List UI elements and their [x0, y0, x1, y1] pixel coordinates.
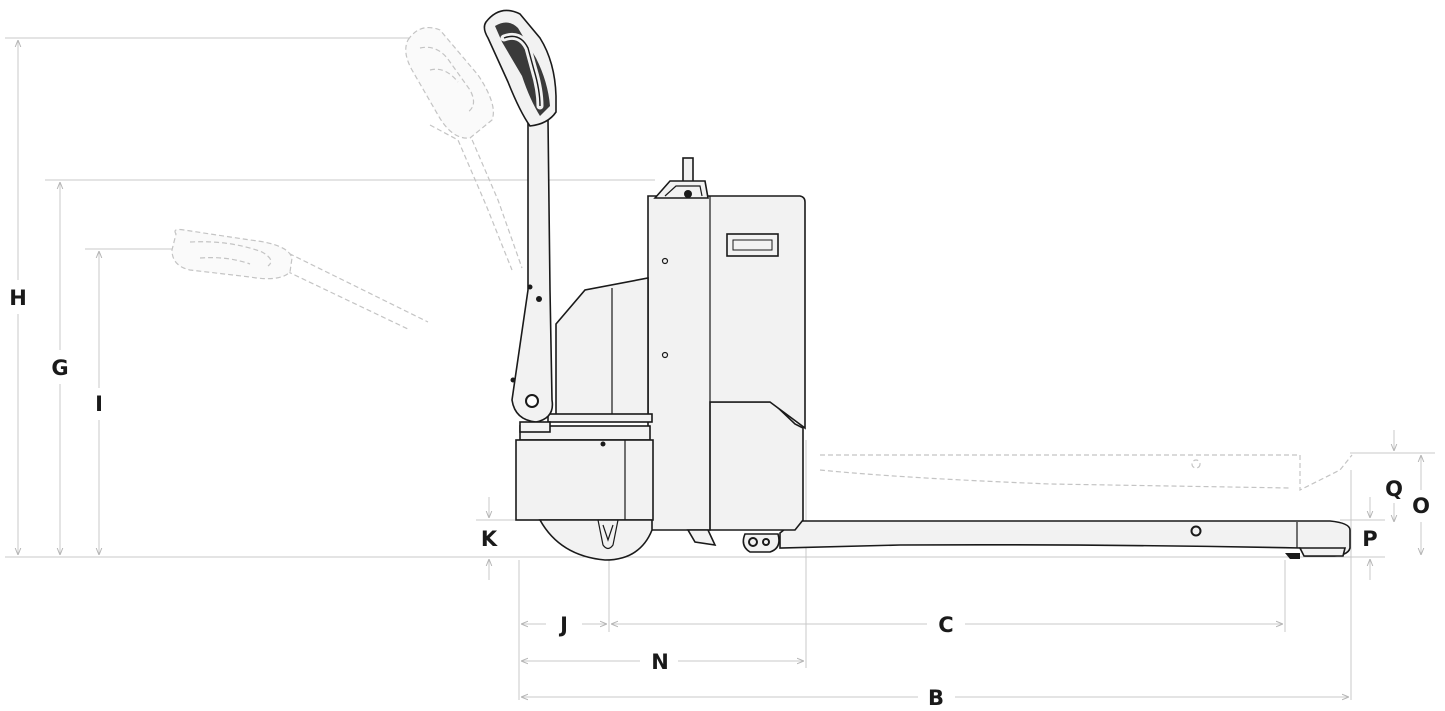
drive-wheel	[538, 519, 653, 561]
battery-compartment	[555, 277, 649, 419]
fork-ghost-raised	[819, 454, 1353, 491]
dim-label-k: K	[481, 527, 498, 551]
tiller-arm	[511, 119, 554, 423]
tiller-ghost-horizontal	[171, 228, 429, 331]
extension-lines	[5, 37, 1435, 700]
dim-label-g: G	[51, 356, 68, 380]
lower-chassis	[707, 401, 804, 531]
dim-label-c: C	[938, 613, 953, 637]
dimension-lines	[18, 40, 1421, 697]
dimension-labels: H G I K J C N B Q O P	[9, 286, 1430, 710]
dim-label-h: H	[9, 286, 27, 310]
dim-label-q: Q	[1385, 477, 1403, 501]
dim-label-n: N	[651, 650, 669, 674]
dim-label-b: B	[928, 686, 944, 710]
dim-label-p: P	[1362, 527, 1377, 551]
fork	[779, 520, 1351, 557]
dim-label-j: J	[558, 613, 568, 637]
dim-label-o: O	[1412, 494, 1430, 518]
dim-label-i: I	[95, 392, 103, 416]
pallet-truck	[483, 9, 1351, 561]
tiller-ghost-upright	[405, 27, 523, 271]
